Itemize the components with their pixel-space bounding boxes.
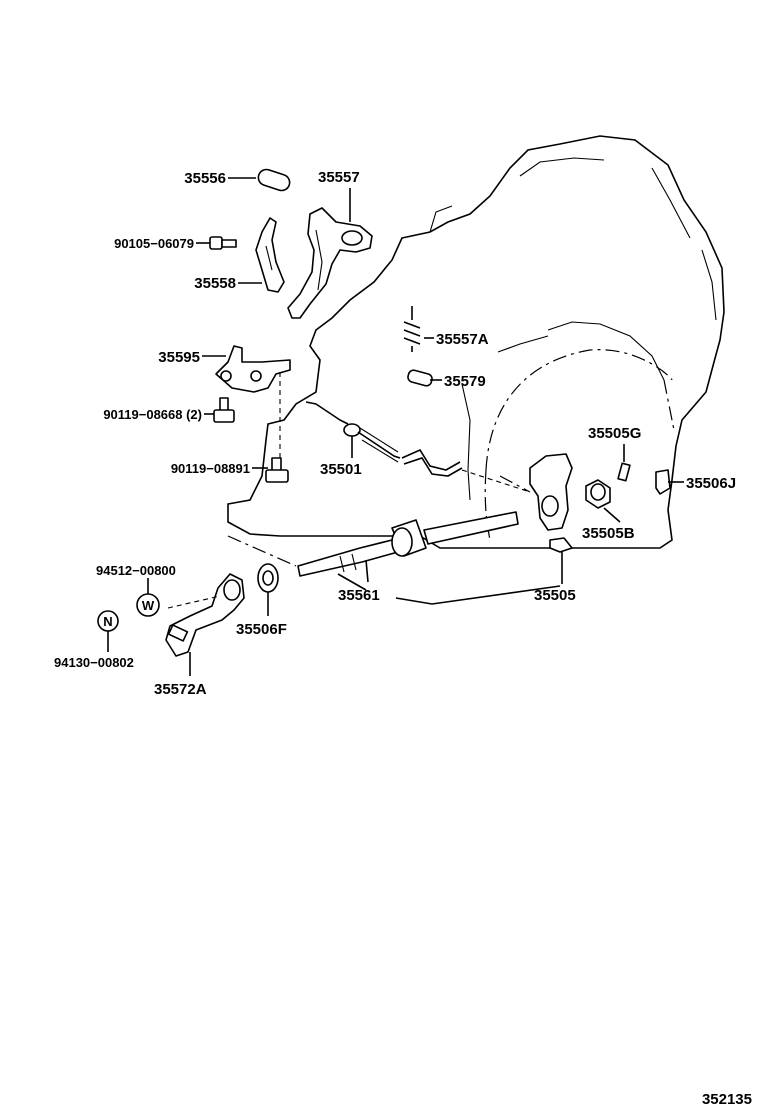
plug-35579-part (407, 369, 442, 387)
label-35579: 35579 (444, 373, 486, 390)
bell-housing-flange (484, 349, 675, 541)
nut-n-symbol: N (97, 610, 119, 652)
bolt-90119-08668-part (204, 397, 235, 423)
label-35506f: 35506F (236, 621, 287, 638)
clip-35506j-part (655, 469, 684, 495)
label-35561: 35561 (338, 587, 380, 604)
washer-w-symbol: W (136, 578, 160, 617)
figure-number: 352135 (702, 1091, 752, 1108)
manual-lever-35557-part (287, 188, 373, 319)
label-35572a: 35572A (154, 681, 207, 698)
seal-35506f-part (257, 563, 279, 616)
bolt-90119-08891-part (252, 457, 289, 483)
washer-letter: W (142, 598, 155, 613)
label-90105-06079: 90105−06079 (114, 236, 194, 251)
callout-labels: 35556 35557 90105−06079 35558 35557A 355… (54, 169, 736, 698)
bushing-35505b-part (585, 479, 621, 523)
nut-letter: N (103, 614, 112, 629)
transmission-housing-outline (227, 135, 725, 549)
label-35505b: 35505B (582, 525, 635, 542)
reference-lines (227, 475, 531, 567)
pin-35505g-part (617, 444, 631, 482)
pin-35556-part (228, 168, 291, 192)
label-35556: 35556 (184, 170, 226, 187)
label-35505: 35505 (534, 587, 576, 604)
label-35558: 35558 (194, 275, 236, 292)
label-35557: 35557 (318, 169, 360, 186)
shaft-35561-part (297, 511, 561, 605)
label-90119-08891: 90119−08891 (171, 461, 250, 476)
bolt-90105-06079-part (196, 236, 237, 250)
label-35505g: 35505G (588, 425, 641, 442)
detent-spring-35558-part (238, 217, 285, 293)
label-35501: 35501 (320, 461, 362, 478)
label-94130-00802: 94130−00802 (54, 655, 134, 670)
spring-35557a-part (403, 306, 434, 352)
control-lever-35572a-part (165, 573, 245, 676)
label-90119-08668: 90119−08668 (2) (103, 407, 202, 422)
label-35557a: 35557A (436, 331, 489, 348)
label-35506j: 35506J (686, 475, 736, 492)
cable-35501-part (305, 401, 531, 493)
lever-35505-part (529, 453, 573, 584)
label-35595: 35595 (158, 349, 200, 366)
label-94512-00800: 94512−00800 (96, 563, 176, 578)
bracket-35595-part (202, 345, 291, 466)
